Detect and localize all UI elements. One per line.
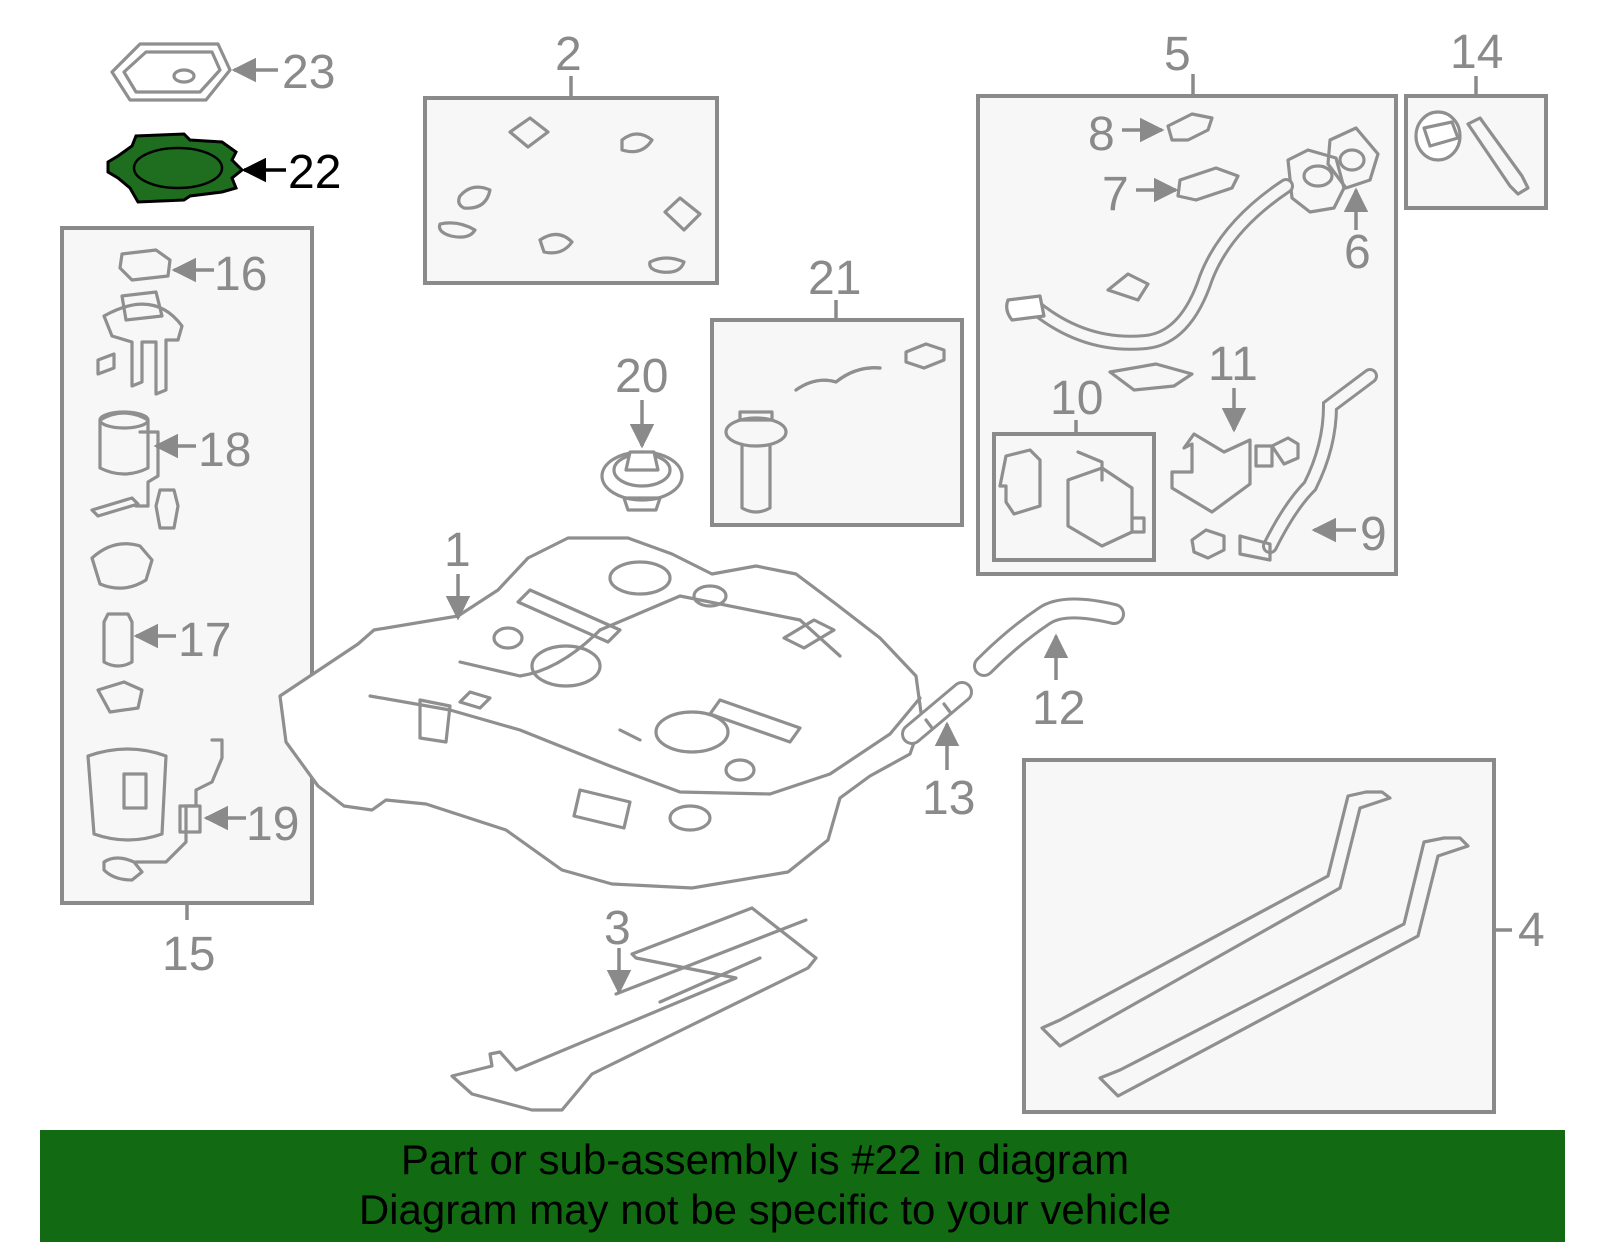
- callout-21: 21: [808, 252, 861, 305]
- part-20-cap[interactable]: [600, 400, 684, 512]
- callout-9: 9: [1360, 508, 1387, 561]
- callout-14: 14: [1450, 26, 1503, 79]
- callout-8: 8: [1088, 108, 1115, 161]
- callout-12: 12: [1032, 682, 1085, 735]
- part-13-hose[interactable]: [901, 681, 973, 770]
- callout-2: 2: [555, 28, 582, 81]
- part-5-filler-neck-group[interactable]: [976, 74, 1398, 576]
- part-14-fuel-cap-group[interactable]: [1404, 76, 1548, 210]
- callout-6: 6: [1344, 226, 1371, 279]
- callout-15: 15: [162, 928, 215, 981]
- callout-13: 13: [922, 772, 975, 825]
- info-banner: Part or sub-assembly is #22 in diagram D…: [40, 1130, 1565, 1242]
- callout-11: 11: [1208, 338, 1258, 391]
- part-2-pads-group[interactable]: [423, 76, 719, 285]
- callout-3: 3: [604, 902, 631, 955]
- callout-20: 20: [615, 350, 668, 403]
- part-3-heat-shield[interactable]: [450, 906, 818, 1112]
- part-1-fuel-tank[interactable]: [278, 536, 924, 890]
- callout-7: 7: [1102, 168, 1129, 221]
- part-23-gasket[interactable]: [110, 42, 278, 102]
- part-21-filler-assembly-group[interactable]: [710, 300, 964, 527]
- callout-18: 18: [198, 424, 251, 477]
- callout-23: 23: [282, 46, 335, 99]
- callout-1: 1: [444, 524, 471, 577]
- banner-line-1: Part or sub-assembly is #22 in diagram: [400, 1136, 1130, 1183]
- callout-17: 17: [178, 614, 231, 667]
- banner-line-2: Diagram may not be specific to your vehi…: [358, 1186, 1172, 1233]
- callout-10: 10: [1050, 372, 1103, 425]
- part-22-gasket-highlighted[interactable]: [106, 132, 286, 204]
- callout-19: 19: [246, 798, 299, 851]
- part-4-straps-group[interactable]: [1022, 758, 1512, 1114]
- callout-5: 5: [1164, 28, 1191, 81]
- callout-22: 22: [288, 146, 341, 199]
- callout-16: 16: [214, 248, 267, 301]
- part-15-pump-assembly-group[interactable]: [60, 226, 314, 920]
- callout-4: 4: [1518, 904, 1545, 957]
- part-12-hose[interactable]: [973, 597, 1125, 680]
